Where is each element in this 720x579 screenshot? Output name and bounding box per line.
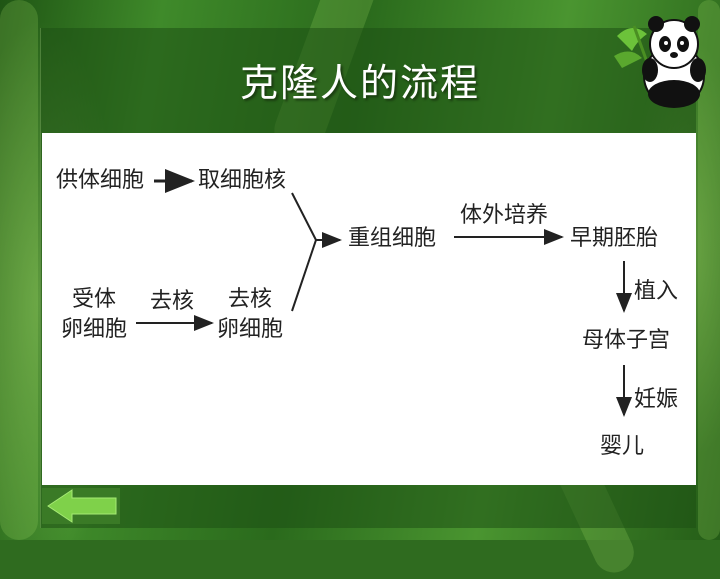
merge-bracket: [291, 192, 318, 312]
node-recipient-line2: 卵细胞: [60, 317, 127, 342]
label-pregnancy: 妊娠: [634, 387, 679, 412]
label-culture: 体外培养: [460, 203, 549, 228]
diagram-arrows: [136, 169, 632, 417]
node-enucleated-egg: 去核 卵细胞: [214, 285, 286, 345]
node-baby: 婴儿: [600, 434, 645, 459]
label-implant: 植入: [634, 279, 679, 304]
diagram-panel: 供体细胞 取细胞核 受体 卵细胞 去核 去核 卵细胞 重组细胞 体外培养 早期胚…: [42, 133, 696, 485]
panda-icon: [614, 16, 706, 108]
node-donor-cell: 供体细胞: [56, 168, 145, 193]
back-arrow-icon[interactable]: [42, 488, 120, 524]
slide-title: 克隆人的流程: [239, 61, 480, 105]
node-uterus: 母体子宫: [582, 328, 671, 353]
node-early-embryo: 早期胚胎: [570, 226, 659, 251]
node-recipient-line1: 受体: [71, 287, 116, 312]
label-enucleate: 去核: [150, 289, 195, 314]
node-recombinant-cell: 重组细胞: [348, 226, 437, 251]
node-enucleated-line1: 去核: [227, 287, 272, 312]
node-recipient-egg: 受体 卵细胞: [58, 285, 130, 345]
node-enucleated-line2: 卵细胞: [216, 317, 283, 342]
node-take-nucleus: 取细胞核: [198, 168, 287, 193]
